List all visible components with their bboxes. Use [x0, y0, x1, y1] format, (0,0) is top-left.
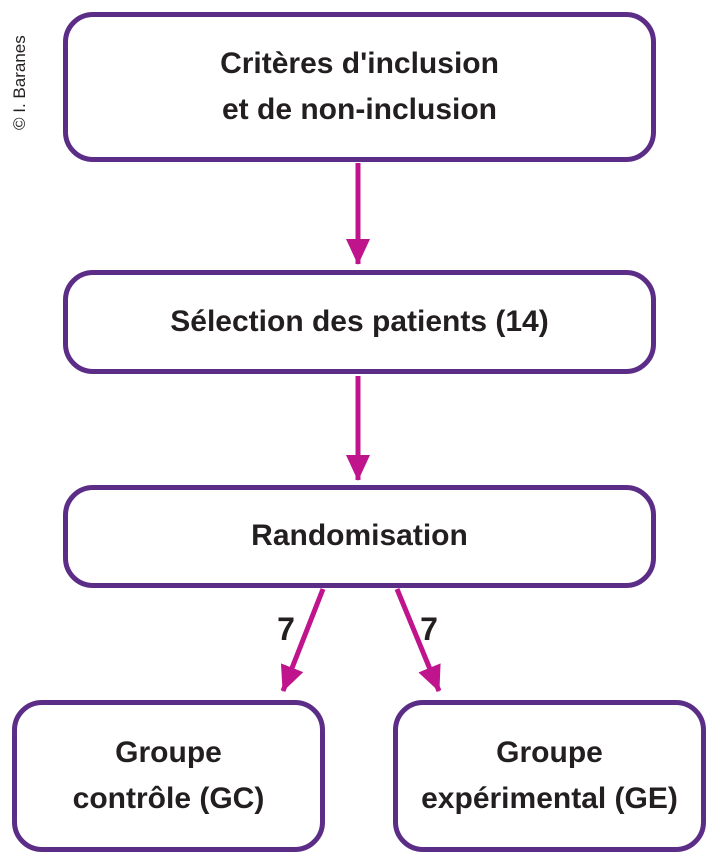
- node-selection-patients: Sélection des patients (14): [63, 270, 656, 374]
- node-groupe-experimental: Groupe expérimental (GE): [393, 700, 706, 852]
- node-groupe-controle-label: Groupe contrôle (GC): [72, 735, 265, 816]
- edge-count-label-groupe-controle: 7: [277, 611, 295, 647]
- node-criteres-inclusion: Critères d'inclusion et de non-inclusion: [63, 12, 656, 162]
- copyright-credit: © I. Baranes: [10, 35, 29, 130]
- node-selection-patients-label: Sélection des patients (14): [170, 304, 549, 338]
- node-groupe-controle: Groupe contrôle (GC): [12, 700, 325, 852]
- node-criteres-inclusion-label: Critères d'inclusion et de non-inclusion: [220, 46, 499, 127]
- node-randomisation: Randomisation: [63, 485, 656, 588]
- node-randomisation-label: Randomisation: [251, 519, 468, 553]
- edge-count-label-groupe-experimental: 7: [420, 611, 438, 647]
- node-groupe-experimental-label: Groupe expérimental (GE): [421, 735, 678, 816]
